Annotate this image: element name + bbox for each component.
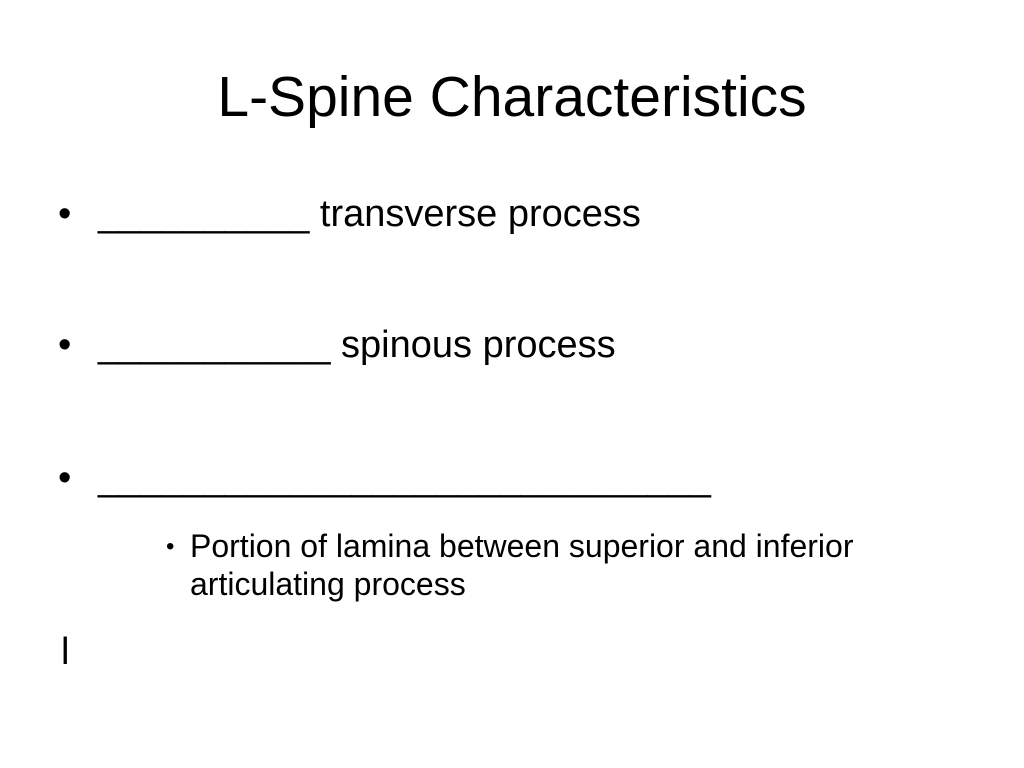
sub-bullet-marker: •	[166, 533, 175, 560]
bullet-text: _____________________________	[98, 457, 711, 499]
text-cursor-mark: l	[61, 631, 70, 673]
bullet-item: • ___________ spinous process	[58, 323, 616, 367]
bullet-item: • _____________________________	[58, 456, 711, 500]
bullet-marker: •	[58, 457, 72, 499]
bullet-text: __________ transverse process	[98, 193, 641, 235]
bullet-marker: •	[58, 324, 72, 366]
bullet-marker: •	[58, 193, 72, 235]
slide-title: L-Spine Characteristics	[217, 65, 807, 129]
sub-bullet-text: Portion of lamina between superior and i…	[190, 528, 854, 602]
bullet-text: ___________ spinous process	[98, 324, 616, 366]
bullet-item: • __________ transverse process	[58, 192, 641, 236]
sub-bullet-item: • Portion of lamina between superior and…	[166, 527, 926, 603]
